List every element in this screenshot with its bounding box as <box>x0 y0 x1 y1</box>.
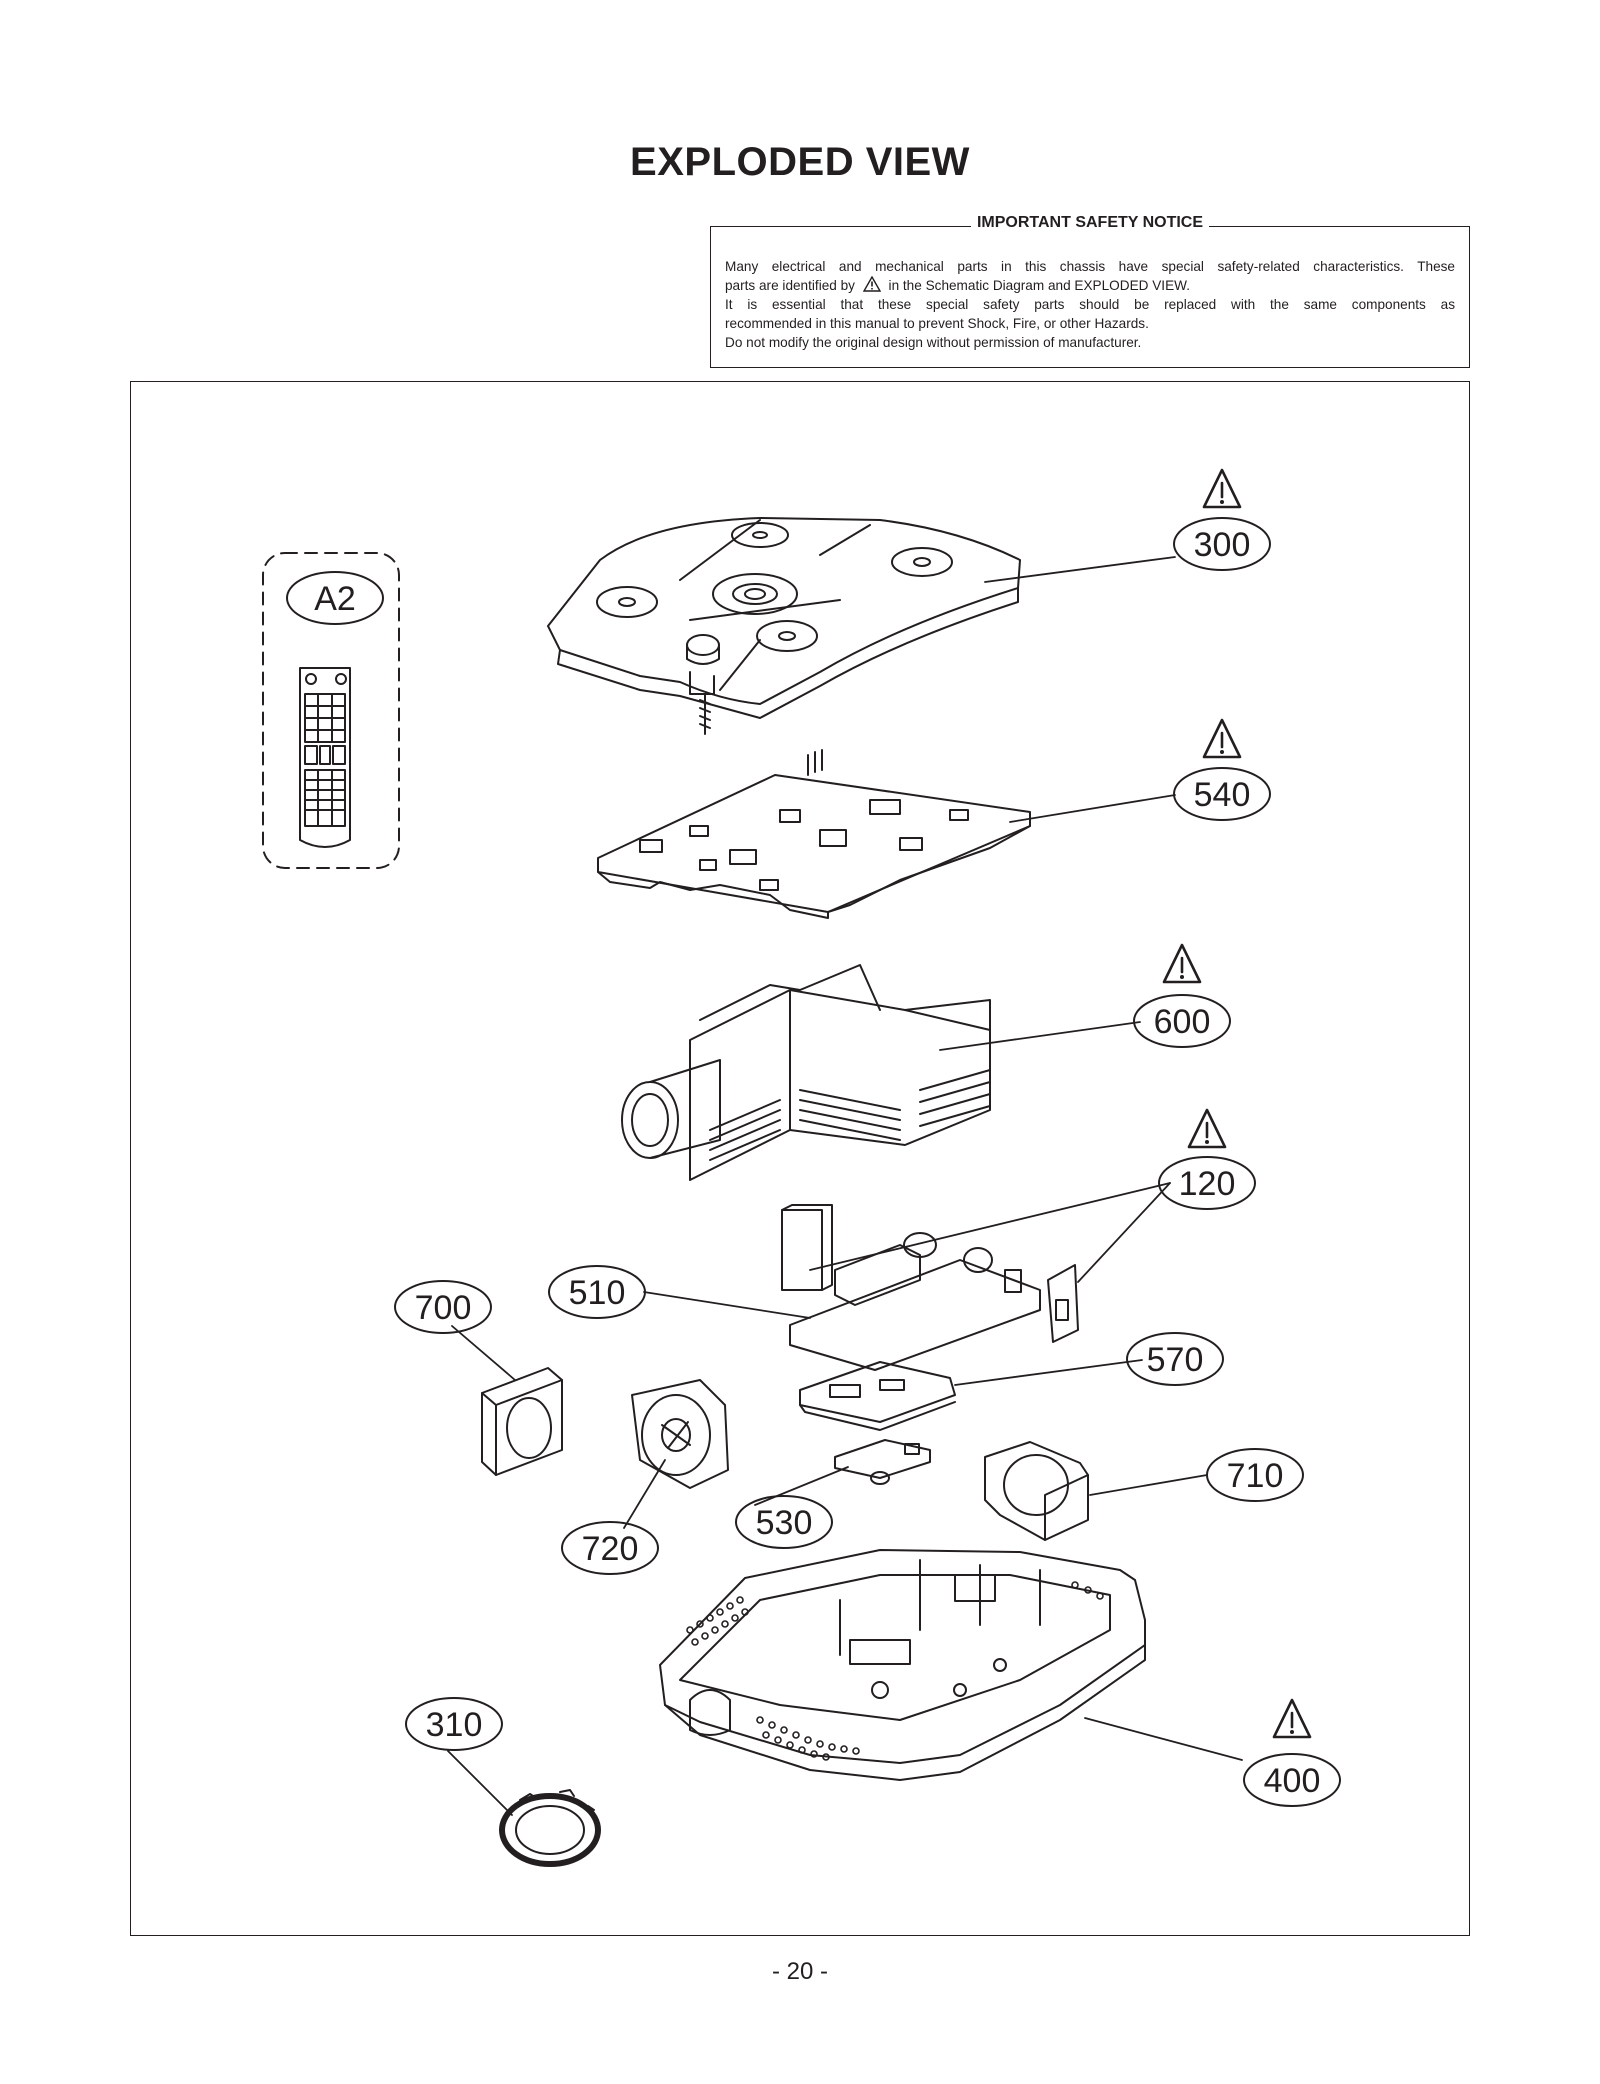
callout-530: 530 <box>756 1504 813 1542</box>
warning-triangle-icon <box>1202 718 1242 759</box>
top-cover-illustration <box>547 517 1021 735</box>
fan-700-illustration <box>481 1367 563 1476</box>
callout-710: 710 <box>1227 1457 1284 1495</box>
warning-triangle-icon <box>1272 1698 1312 1739</box>
safety-notice-line: Do not modify the original design withou… <box>725 335 1142 350</box>
safety-notice-box: IMPORTANT SAFETY NOTICE Many electrical … <box>710 214 1470 368</box>
fan-720-illustration <box>631 1379 729 1489</box>
safety-notice-line: It is essential that these special safet… <box>725 297 1455 312</box>
callout-510: 510 <box>569 1274 626 1312</box>
callout-A2: A2 <box>314 580 356 618</box>
callout-310: 310 <box>426 1706 483 1744</box>
warning-markers <box>1162 468 1312 1739</box>
warning-triangle-icon <box>1202 468 1242 509</box>
remote-control-illustration <box>262 552 400 869</box>
warning-triangle-icon <box>862 276 881 292</box>
signal-board-illustration <box>799 1361 956 1431</box>
diagram-frame <box>130 381 1470 1936</box>
leader-lines <box>447 556 1243 1816</box>
safety-notice-line: Many electrical and mechanical parts in … <box>725 259 1455 274</box>
safety-notice-line: recommended in this manual to prevent Sh… <box>725 316 1149 331</box>
optical-engine-illustration <box>621 964 991 1181</box>
safety-notice-heading: IMPORTANT SAFETY NOTICE <box>970 214 1210 231</box>
callout-700: 700 <box>415 1289 472 1327</box>
callout-540: 540 <box>1194 776 1251 814</box>
bottom-cabinet-illustration <box>659 1549 1146 1781</box>
warning-triangle-icon <box>1187 1108 1227 1149</box>
small-board-illustration <box>834 1439 931 1485</box>
callout-600: 600 <box>1154 1003 1211 1041</box>
callout-720: 720 <box>582 1530 639 1568</box>
lens-ring-illustration <box>499 1789 601 1867</box>
callout-400: 400 <box>1264 1762 1321 1800</box>
fan-duct-710-illustration <box>984 1441 1089 1541</box>
safety-notice-text: in the Schematic Diagram and EXPLODED VI… <box>888 278 1190 293</box>
main-board-illustration <box>597 749 1031 919</box>
page-number: - 20 - <box>771 1958 828 1985</box>
callout-120: 120 <box>1179 1165 1236 1203</box>
callout-570: 570 <box>1147 1341 1204 1379</box>
warning-triangle-icon <box>1162 943 1202 984</box>
safety-notice-text: parts are identified by <box>725 278 855 293</box>
callout-300: 300 <box>1194 526 1251 564</box>
power-board-illustration <box>781 1204 1079 1371</box>
callout-bubbles <box>286 517 1341 1807</box>
safety-notice-line: parts are identified by in the Schematic… <box>725 276 1455 295</box>
safety-notice-body: Many electrical and mechanical parts in … <box>725 257 1455 352</box>
page-title: EXPLODED VIEW <box>630 140 970 184</box>
